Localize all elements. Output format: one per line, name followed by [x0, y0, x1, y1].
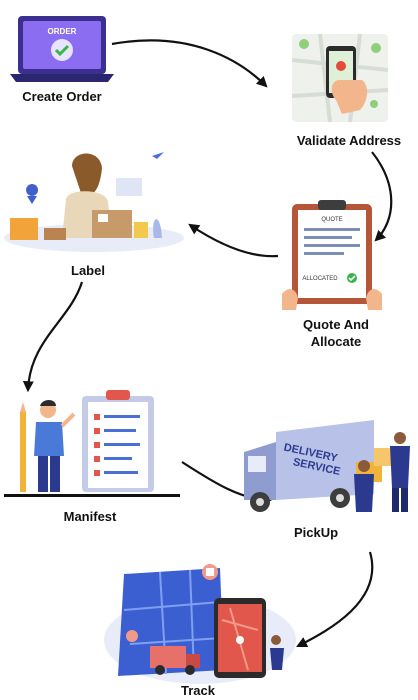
step-manifest: Manifest [0, 384, 184, 526]
checklist-person-icon [4, 390, 180, 497]
step-label-quote-allocate-line2: Allocate [310, 334, 362, 349]
arrow-create-to-validate [111, 39, 268, 88]
packing-person-icon [4, 152, 184, 252]
arrow-label-to-manifest [22, 281, 84, 393]
laptop-order-icon: ORDER [10, 16, 114, 82]
step-label-pickup: PickUp [293, 525, 339, 540]
step-label-create-order: Create Order [22, 89, 102, 104]
clipboard-quote-icon: QUOTE ALLOCATED [282, 200, 382, 310]
step-create-order: ORDER Create Order [0, 0, 140, 110]
clipboard-allocated-text: ALLOCATED [302, 276, 338, 282]
delivery-truck-icon: DELIVERY SERVICE [244, 420, 410, 512]
tracking-map-icon [104, 564, 296, 684]
step-label-track: Track [181, 683, 215, 698]
laptop-screen-text: ORDER [48, 27, 77, 36]
step-quote-allocate: QUOTE ALLOCATED Quote And Allocate [272, 190, 402, 350]
step-label-label: Label [71, 263, 105, 278]
step-track: Track [96, 560, 300, 700]
arrow-validate-to-quote [371, 151, 393, 242]
phone-map-icon [291, 33, 389, 123]
step-label-manifest: Manifest [63, 509, 117, 524]
arrow-pickup-to-track [296, 551, 374, 647]
step-validate-address: Validate Address [280, 24, 418, 154]
step-label-quote-allocate-line1: Quote And [303, 317, 369, 332]
clipboard-quote-text: QUOTE [321, 217, 342, 223]
step-label-quote-allocate: Quote And Allocate [272, 316, 400, 350]
step-label: Label [0, 148, 190, 284]
arrow-quote-to-label [188, 223, 279, 258]
step-label-validate-address: Validate Address [296, 133, 402, 148]
step-pickup: DELIVERY SERVICE PickUp [236, 412, 418, 542]
